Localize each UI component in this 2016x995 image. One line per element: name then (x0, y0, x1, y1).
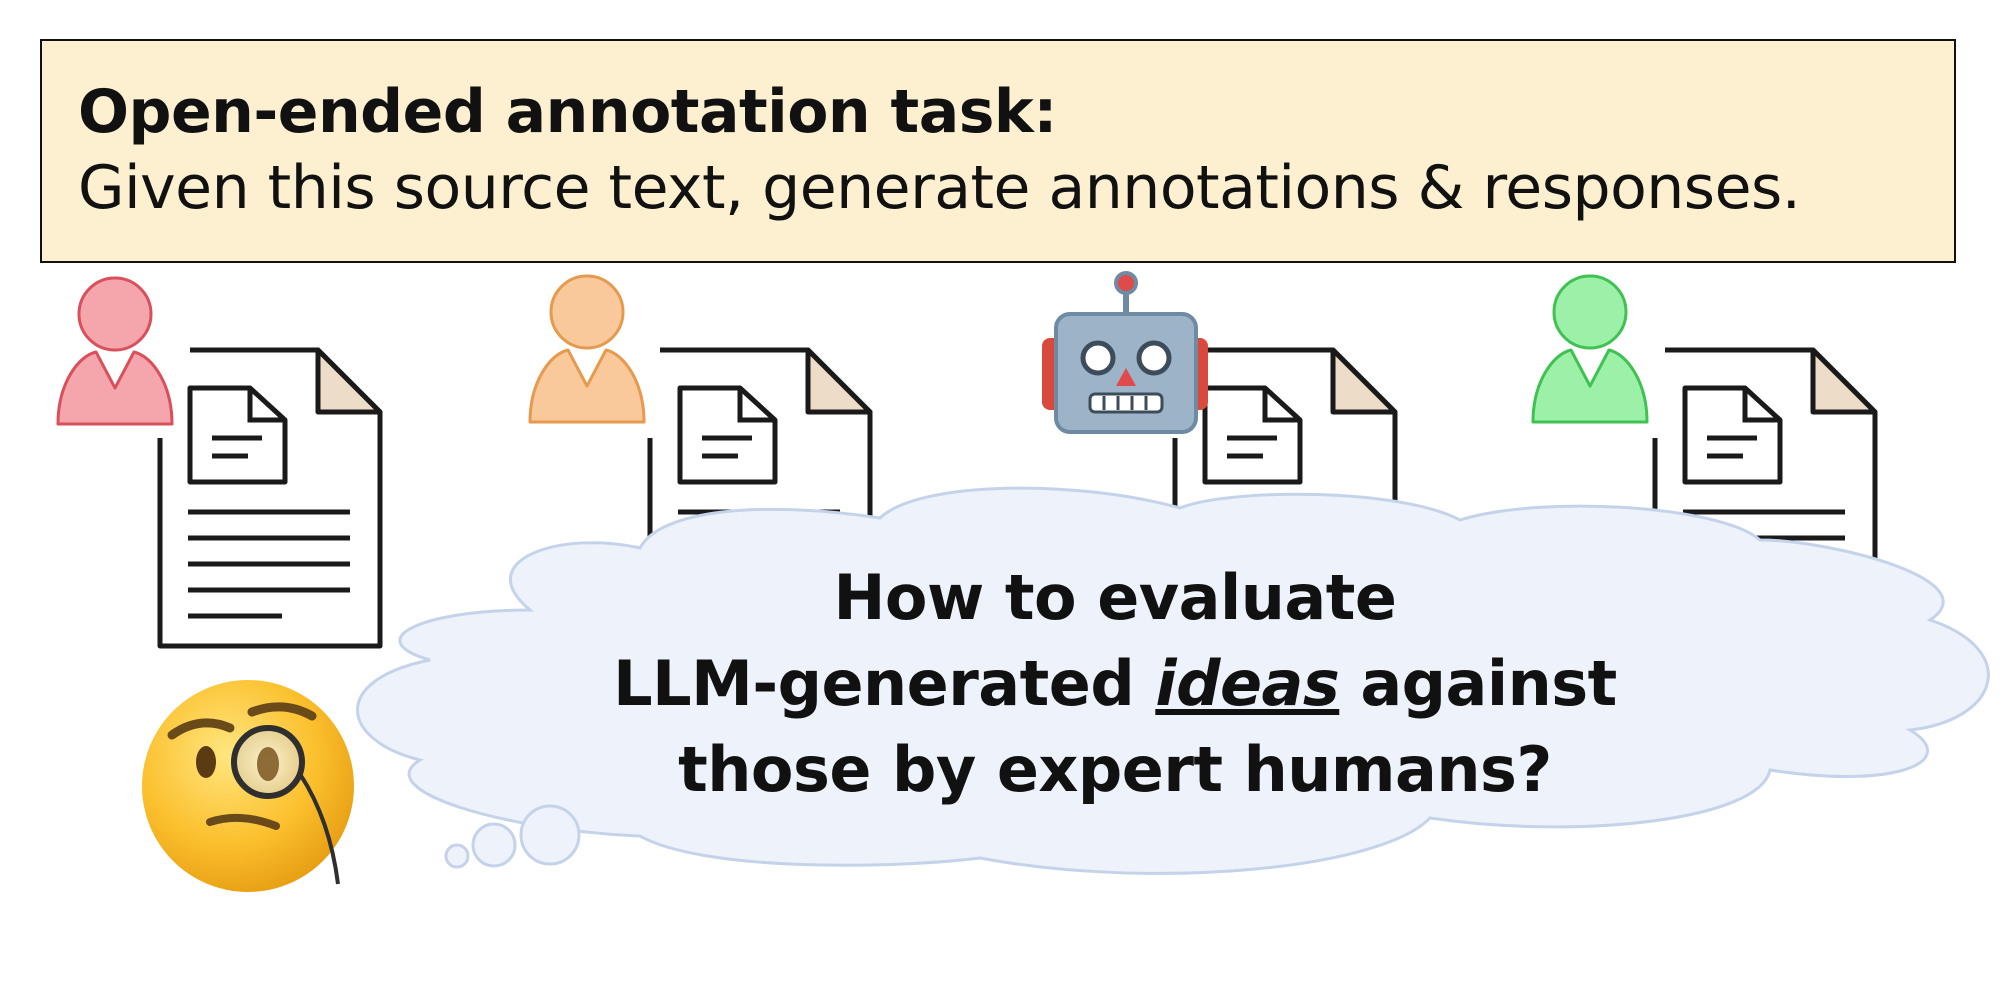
question-emphasis: ideas (1155, 647, 1340, 720)
monocle-face-icon (142, 680, 354, 892)
question-line-2-suffix: against (1339, 647, 1617, 720)
task-description: Given this source text, generate annotat… (78, 153, 1801, 223)
person-icon (1531, 274, 1649, 424)
task-box: Open-ended annotation task: Given this s… (40, 39, 1956, 263)
document-icon (157, 347, 383, 649)
question-line-2-prefix: LLM-generated (613, 647, 1156, 720)
thought-cloud (356, 486, 1990, 875)
person-icon (528, 274, 646, 424)
question-line-3: those by expert humans? (678, 733, 1552, 806)
robot-icon (1042, 271, 1208, 434)
central-question: How to evaluate LLM-generated ideas agai… (520, 555, 1710, 813)
question-line-2: LLM-generated ideas against (520, 641, 1710, 727)
task-title: Open-ended annotation task: (78, 77, 1057, 147)
question-line-1: How to evaluate (833, 561, 1397, 634)
person-icon (56, 276, 174, 426)
